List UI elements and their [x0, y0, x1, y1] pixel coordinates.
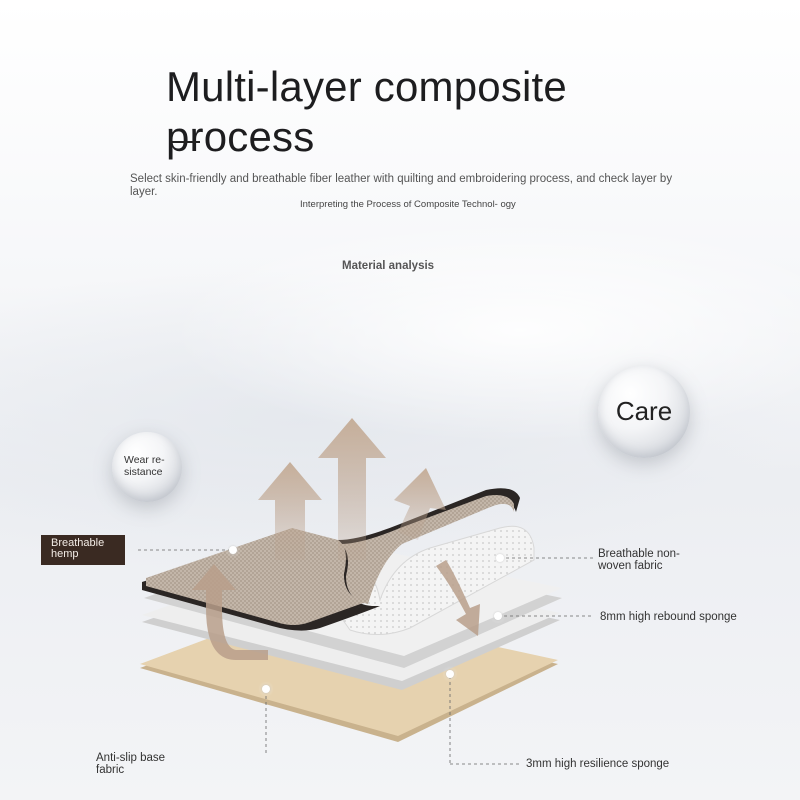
hotspot-non-woven[interactable]	[496, 554, 504, 562]
hotspot-resilience-sponge[interactable]	[446, 670, 454, 678]
care-bubble: Care	[598, 366, 690, 458]
resilience-sponge-label: 3mm high resilience sponge	[526, 758, 670, 770]
rebound-sponge-label: 8mm high rebound sponge	[600, 611, 737, 623]
section-label: Material analysis	[342, 260, 435, 272]
hotspot-hemp[interactable]	[229, 546, 237, 554]
leader-lines	[138, 549, 594, 765]
hotspot-base-fabric[interactable]	[262, 685, 270, 693]
care-label: Care	[615, 396, 673, 426]
breathable-hemp-layer	[142, 488, 520, 631]
airflow-arrows	[192, 418, 480, 660]
interpretation-text: Interpreting the Process of Composite Te…	[300, 199, 516, 210]
wear-resistance-bubble: Wear re- sistance	[112, 432, 182, 502]
anti-slip-base-label: Anti-slip base fabric	[96, 752, 166, 776]
hotspot-rebound-sponge[interactable]	[494, 612, 502, 620]
page-title: Multi-layer composite process	[166, 63, 567, 160]
non-woven-fabric-label: Breathable non- woven fabric	[598, 548, 680, 572]
title-underline-decoration	[170, 141, 200, 143]
page-subtitle: Select skin-friendly and breathable fibe…	[130, 173, 673, 198]
breathable-hemp-tag: Breathable hemp	[41, 535, 125, 565]
wear-resistance-label: Wear re- sistance	[124, 454, 165, 478]
